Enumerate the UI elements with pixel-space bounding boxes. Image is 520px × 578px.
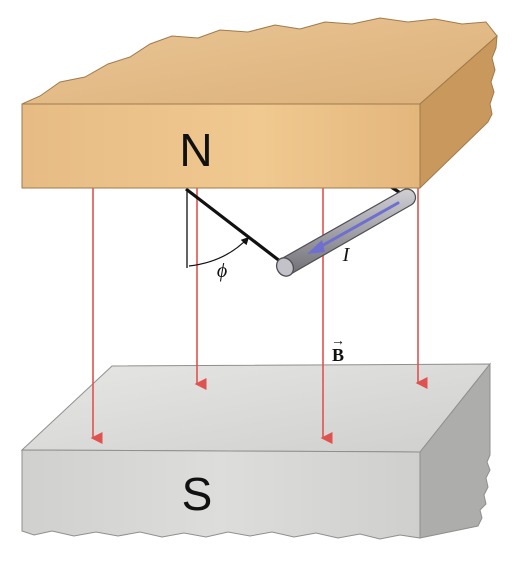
- conducting-rod: [275, 188, 417, 277]
- angle-arc: [188, 236, 250, 267]
- current-arrowhead: [307, 240, 325, 254]
- north-pole-label: N: [179, 124, 212, 176]
- current-direction-arrow: [316, 201, 400, 250]
- north-magnet-top-face: [21, 17, 498, 105]
- wire-near: [185, 187, 286, 267]
- field-symbol: B: [332, 345, 344, 365]
- field-label: → B: [331, 334, 345, 365]
- south-magnet: S: [20, 362, 492, 540]
- north-magnet-front-face: [21, 103, 421, 189]
- south-pole-label: S: [182, 468, 213, 520]
- south-magnet-front-face: [21, 449, 421, 540]
- current-loop: ϕ I: [185, 170, 417, 282]
- current-symbol: I: [342, 244, 351, 266]
- north-magnet: N: [21, 17, 498, 190]
- north-magnet-side-face: [419, 34, 498, 190]
- south-magnet-side-face: [419, 362, 491, 539]
- rod-end-cap: [275, 257, 295, 277]
- field-vector-arrow: →: [331, 334, 345, 349]
- angle-symbol: ϕ: [217, 260, 227, 282]
